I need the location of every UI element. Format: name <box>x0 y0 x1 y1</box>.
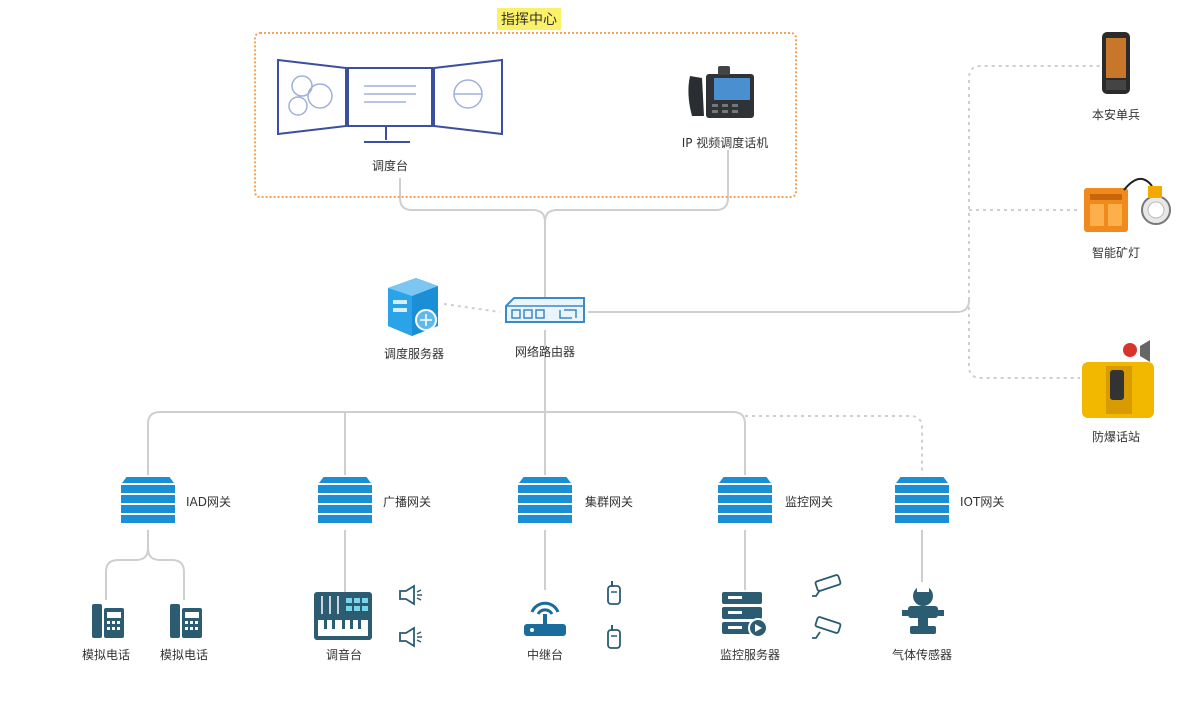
right-device-label-3: 防爆话站 <box>1091 430 1141 444</box>
network-router-label: 网络路由器 <box>514 345 576 359</box>
gateway-label-iad: IAD网关 <box>186 495 231 509</box>
gateway-stack-icon[interactable] <box>892 474 952 528</box>
dispatch-console-label: 调度台 <box>371 159 409 173</box>
speaker-icon <box>399 584 422 606</box>
command-center-title: 指挥中心 <box>497 8 561 30</box>
right-device-label-1: 本安单兵 <box>1091 108 1141 122</box>
intrinsically-safe-handset-icon[interactable] <box>1100 30 1132 96</box>
gateway-stack-icon[interactable] <box>515 474 575 528</box>
analog-phone-icon[interactable] <box>90 602 126 640</box>
network-router-icon[interactable] <box>502 296 588 332</box>
right-device-label-2: 智能矿灯 <box>1091 246 1141 260</box>
gas-sensor-label: 气体传感器 <box>891 648 953 662</box>
gateway-label-monitor: 监控网关 <box>785 495 834 509</box>
gateway-stack-icon[interactable] <box>118 474 178 528</box>
camera-icon <box>812 616 842 639</box>
gas-sensor-icon[interactable] <box>898 582 948 638</box>
analog-phone-icon[interactable] <box>168 602 204 640</box>
dispatch-server-icon[interactable] <box>382 274 446 338</box>
monitor-server-label: 监控服务器 <box>719 648 781 662</box>
handheld-radio-icon <box>607 625 621 649</box>
mixer-label: 调音台 <box>325 648 363 662</box>
repeater-label: 中继台 <box>526 648 564 662</box>
gateway-label-broadcast: 广播网关 <box>383 495 432 509</box>
command-center-frame <box>254 32 797 198</box>
gateway-label-trunking: 集群网关 <box>585 495 634 509</box>
smart-miner-lamp-icon[interactable] <box>1080 170 1172 236</box>
gateway-stack-icon[interactable] <box>715 474 775 528</box>
gateway-label-iot: IOT网关 <box>960 495 1005 509</box>
gateway-stack-icon[interactable] <box>315 474 375 528</box>
ip-video-phone-label: IP 视频调度话机 <box>681 136 769 150</box>
analog-phone-label-2: 模拟电话 <box>159 648 209 662</box>
dispatch-console-icon[interactable] <box>274 56 506 152</box>
camera-icon <box>812 574 842 597</box>
ip-video-phone-icon[interactable] <box>684 64 756 126</box>
mixer-icon[interactable] <box>312 590 374 642</box>
explosion-proof-phone-icon[interactable] <box>1080 340 1160 420</box>
repeater-icon[interactable] <box>522 592 568 640</box>
analog-phone-label-1: 模拟电话 <box>81 648 131 662</box>
monitor-server-icon[interactable] <box>720 590 770 640</box>
handheld-radio-icon <box>607 581 621 605</box>
dispatch-server-label: 调度服务器 <box>383 347 445 361</box>
speaker-icon <box>399 626 422 648</box>
